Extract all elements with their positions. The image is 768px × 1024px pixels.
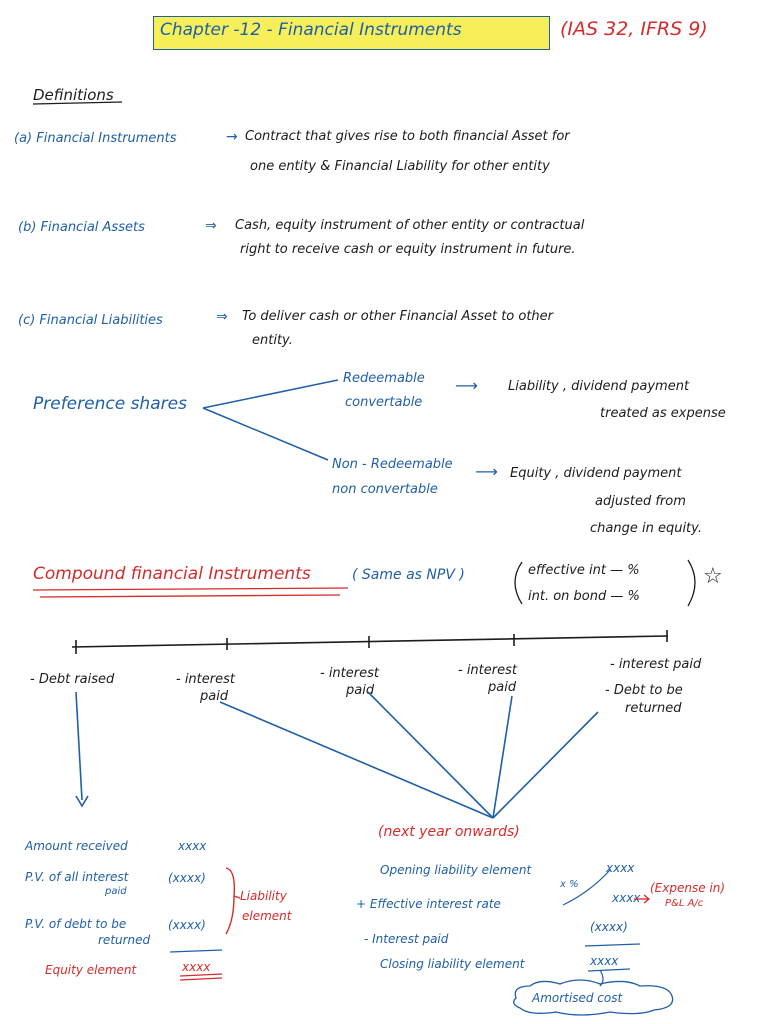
def-b-text-2: right to receive cash or equity instrume… bbox=[240, 242, 576, 257]
title-highlight bbox=[153, 16, 550, 50]
def-b-text-1: Cash, equity instrument of other entity … bbox=[235, 218, 585, 233]
interest-paid-label: - Interest paid bbox=[364, 932, 449, 946]
effective-rate-label: + Effective interest rate bbox=[356, 897, 501, 911]
equity-underline-2 bbox=[179, 977, 223, 981]
expense-label-2: P&L A/c bbox=[665, 898, 704, 909]
chapter-title: Chapter -12 - Financial Instruments bbox=[160, 20, 462, 40]
closing-liability-label: Closing liability element bbox=[380, 957, 525, 971]
timeline-point-5-line-3: returned bbox=[625, 701, 682, 716]
nonredeemable-arrow: ⟶ bbox=[475, 462, 498, 481]
def-a-arrow: → bbox=[226, 129, 238, 145]
def-c-arrow: ⇒ bbox=[216, 309, 228, 325]
amortised-cloud bbox=[513, 979, 674, 1016]
redeemable-line-2: convertable bbox=[345, 395, 423, 410]
equity-underline-1 bbox=[179, 973, 223, 977]
compound-underline-2 bbox=[39, 594, 341, 598]
nonredeemable-result-2: adjusted from bbox=[595, 494, 686, 509]
converge-line-1 bbox=[219, 701, 494, 819]
branch-nonredeemable bbox=[202, 407, 329, 461]
def-a-text-1: Contract that gives rise to both financi… bbox=[245, 129, 570, 144]
liability-brace bbox=[225, 867, 236, 935]
definitions-underline bbox=[32, 101, 123, 105]
timeline-point-2-line-1: - interest bbox=[176, 672, 235, 687]
debt-raised-arrowhead bbox=[75, 795, 89, 808]
debt-raised-arrow bbox=[75, 691, 83, 801]
definitions-heading: Definitions bbox=[33, 86, 114, 104]
preference-shares-label: Preference shares bbox=[33, 394, 187, 414]
closing-to-cloud bbox=[599, 969, 604, 987]
int-on-bond-label: int. on bond — % bbox=[528, 589, 640, 604]
timeline-point-4-line-1: - interest bbox=[458, 663, 517, 678]
converge-line-2 bbox=[367, 691, 494, 819]
equity-line-above bbox=[169, 949, 223, 953]
nonredeemable-line-1: Non - Redeemable bbox=[332, 457, 453, 472]
amount-received-label: Amount received bbox=[25, 839, 128, 853]
nonredeemable-result-1: Equity , dividend payment bbox=[510, 466, 682, 481]
compound-underline-1 bbox=[32, 587, 349, 591]
redeemable-line-1: Redeemable bbox=[343, 371, 425, 386]
standards-label: (IAS 32, IFRS 9) bbox=[560, 18, 708, 40]
timeline-point-1-line-1: - Debt raised bbox=[30, 672, 115, 687]
def-a-text-2: one entity & Financial Liability for oth… bbox=[250, 159, 550, 174]
pv-debt-value: (xxxx) bbox=[168, 918, 206, 932]
branch-redeemable bbox=[202, 379, 339, 409]
pv-interest-label-1: P.V. of all interest bbox=[25, 870, 129, 884]
timeline-point-2-line-2: paid bbox=[200, 689, 229, 704]
pv-debt-label-2: returned bbox=[98, 933, 151, 947]
opening-liability-label: Opening liability element bbox=[380, 863, 532, 877]
timeline-point-3-line-1: - interest bbox=[320, 666, 379, 681]
pv-debt-label-1: P.V. of debt to be bbox=[25, 917, 127, 931]
timeline-point-5-line-2: - Debt to be bbox=[605, 683, 683, 698]
timeline-axis bbox=[71, 635, 669, 648]
liability-brace-tip bbox=[233, 895, 241, 899]
equity-element-value: xxxx bbox=[182, 960, 211, 974]
def-c-label: (c) Financial Liabilities bbox=[18, 313, 163, 328]
nonredeemable-line-2: non convertable bbox=[332, 482, 438, 497]
closing-liability-value: xxxx bbox=[590, 954, 619, 968]
converge-line-3 bbox=[492, 695, 513, 819]
amortised-cost-label: Amortised cost bbox=[532, 991, 623, 1005]
liability-element-label-2: element bbox=[242, 909, 292, 923]
rate-arrow bbox=[562, 869, 611, 906]
timeline-point-3-line-2: paid bbox=[346, 683, 375, 698]
compound-heading: Compound financial Instruments bbox=[33, 564, 311, 584]
bracket-left bbox=[514, 561, 523, 605]
redeemable-arrow: ⟶ bbox=[455, 376, 478, 395]
def-a-label: (a) Financial Instruments bbox=[14, 131, 177, 146]
def-b-label: (b) Financial Assets bbox=[18, 220, 145, 235]
liability-element-label-1: Liability bbox=[240, 889, 287, 903]
def-c-text-2: entity. bbox=[252, 333, 293, 348]
amount-received-value: xxxx bbox=[178, 839, 207, 853]
expense-label-1: (Expense in) bbox=[650, 881, 726, 895]
def-c-text-1: To deliver cash or other Financial Asset… bbox=[242, 309, 554, 324]
redeemable-result-2: treated as expense bbox=[600, 406, 726, 421]
closing-rule bbox=[584, 943, 641, 947]
x-percent-label: x % bbox=[560, 879, 579, 890]
effective-int-label: effective int — % bbox=[528, 563, 640, 578]
def-b-arrow: ⇒ bbox=[205, 218, 217, 234]
timeline-point-5-line-1: - interest paid bbox=[610, 657, 702, 672]
pv-interest-value: (xxxx) bbox=[168, 871, 206, 885]
expense-arrowhead bbox=[643, 894, 651, 904]
timeline-point-4-line-2: paid bbox=[488, 680, 517, 695]
pv-interest-label-2: paid bbox=[105, 886, 127, 897]
interest-paid-value: (xxxx) bbox=[590, 920, 628, 934]
equity-element-label: Equity element bbox=[45, 963, 137, 977]
same-as-npv: ( Same as NPV ) bbox=[352, 567, 465, 583]
opening-liability-value: xxxx bbox=[606, 861, 635, 875]
nonredeemable-result-3: change in equity. bbox=[590, 521, 702, 536]
star-icon: ☆ bbox=[703, 564, 723, 589]
converge-line-4 bbox=[492, 711, 599, 819]
bracket-right bbox=[687, 559, 696, 607]
redeemable-result-1: Liability , dividend payment bbox=[508, 379, 690, 394]
next-year-label: (next year onwards) bbox=[378, 824, 520, 840]
effective-rate-value: xxxx bbox=[612, 891, 641, 905]
closing-underline bbox=[587, 968, 631, 972]
